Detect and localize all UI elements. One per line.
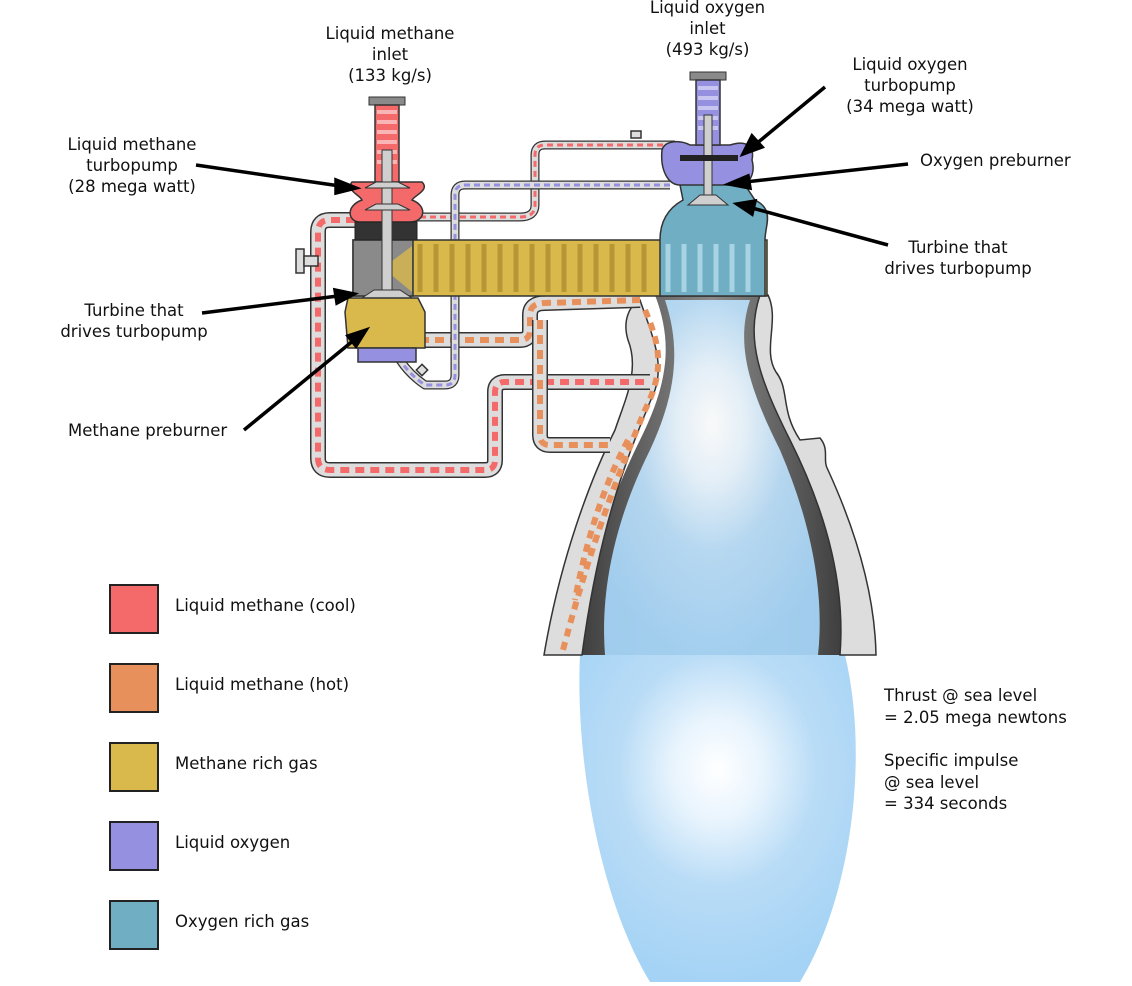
- legend-swatch: [109, 742, 159, 792]
- turbine-left-line-1: Turbine that: [84, 301, 184, 320]
- thrust-stat: Thrust @ sea level = 2.05 mega newtons: [884, 685, 1067, 728]
- legend-swatch: [109, 584, 159, 634]
- oxygen-turbopump-line-1: Liquid oxygen: [852, 55, 968, 74]
- oxygen-turbopump-line-2: turbopump: [864, 76, 956, 95]
- legend-label: Liquid methane (hot): [175, 675, 350, 694]
- callout-arrows: [195, 85, 909, 432]
- methane-turbopump-line-1: Liquid methane: [67, 135, 197, 154]
- turbine-right-line-2: drives turbopump: [884, 259, 1032, 278]
- valve-icons: [295, 130, 642, 377]
- thrust-line-2: = 2.05 mega newtons: [884, 707, 1067, 727]
- legend-label: Oxygen rich gas: [175, 912, 310, 931]
- methane-turbopump-line-2: turbopump: [86, 156, 178, 175]
- oxygen-preburner-text: Oxygen preburner: [920, 151, 1071, 170]
- legend-item: Liquid methane (cool): [109, 584, 469, 634]
- isp-line-3: = 334 seconds: [884, 794, 1008, 813]
- exhaust-plume: [579, 655, 856, 982]
- methane-preburner-text: Methane preburner: [68, 421, 228, 440]
- isp-line-1: Specific impulse: [884, 751, 1019, 770]
- oxygen-turbopump-label: Liquid oxygen turbopump (34 mega watt): [830, 54, 990, 117]
- methane-inlet-line-1: Liquid methane: [325, 24, 455, 43]
- legend-label: Methane rich gas: [175, 754, 318, 773]
- turbine-right-line-1: Turbine that: [908, 238, 1008, 257]
- legend-label: Liquid methane (cool): [175, 596, 356, 615]
- legend-swatch: [109, 900, 159, 950]
- oxygen-turbopump: [680, 71, 738, 206]
- legend-swatch: [109, 663, 159, 713]
- legend-item: Methane rich gas: [109, 742, 469, 792]
- nozzle: [582, 294, 877, 656]
- legend-item: Liquid oxygen: [109, 821, 469, 871]
- legend-item: Oxygen rich gas: [109, 900, 469, 950]
- oxygen-inlet-label: Liquid oxygen inlet (493 kg/s): [630, 0, 785, 60]
- legend-swatch: [109, 821, 159, 871]
- specific-impulse-stat: Specific impulse @ sea level = 334 secon…: [884, 750, 1018, 815]
- oxygen-turbopump-line-3: (34 mega watt): [846, 97, 974, 116]
- oxygen-side-chamber: [659, 140, 769, 297]
- legend-item: Liquid methane (hot): [109, 663, 469, 713]
- oxygen-inlet-line-1: Liquid oxygen: [649, 0, 766, 17]
- methane-turbopump-line-3: (28 mega watt): [68, 177, 196, 196]
- manifold-stripes: [417, 244, 647, 292]
- methane-inlet-line-3: (133 kg/s): [348, 66, 432, 85]
- methane-turbopump: [349, 96, 425, 299]
- turbine-right-label: Turbine that drives turbopump: [874, 237, 1042, 279]
- oxygen-preburner-label: Oxygen preburner: [920, 150, 1071, 171]
- thrust-line-1: Thrust @ sea level: [884, 686, 1038, 705]
- methane-turbopump-label: Liquid methane turbopump (28 mega watt): [52, 134, 212, 197]
- turbine-left-line-2: drives turbopump: [60, 322, 208, 341]
- methane-preburner-label: Methane preburner: [68, 420, 227, 441]
- oxygen-inlet-line-3: (493 kg/s): [665, 40, 750, 59]
- legend-label: Liquid oxygen: [175, 833, 291, 852]
- methane-preburner: [344, 297, 426, 363]
- turbine-left-label: Turbine that drives turbopump: [50, 300, 218, 342]
- methane-inlet-line-2: inlet: [371, 45, 409, 64]
- oxygen-inlet-line-2: inlet: [689, 19, 726, 38]
- piping: [310, 140, 675, 478]
- methane-inlet-label: Liquid methane inlet (133 kg/s): [310, 23, 470, 86]
- isp-line-2: @ sea level: [884, 772, 980, 792]
